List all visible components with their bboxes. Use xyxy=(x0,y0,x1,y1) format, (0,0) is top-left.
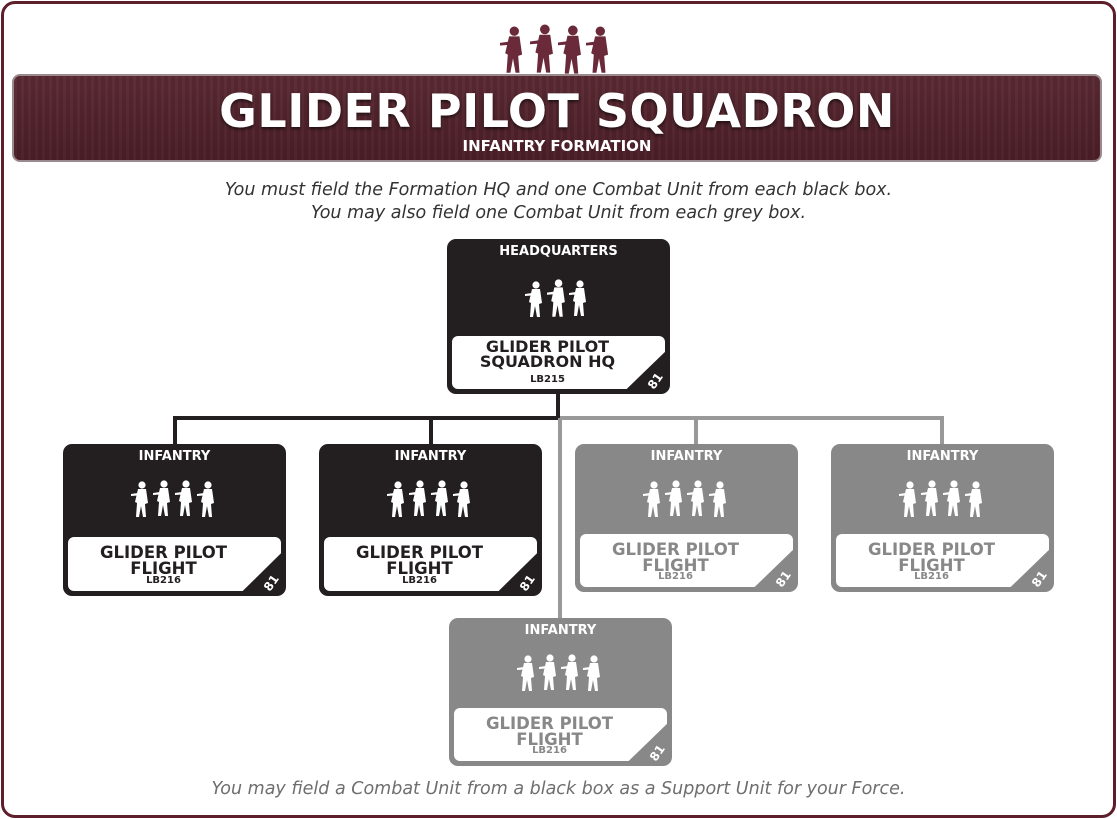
unit-box-infantry-4[interactable]: INFANTRY GLIDER PILOT FLIGHT LB216 81 xyxy=(831,444,1054,592)
unit-name: GLIDER PILOT SQUADRON HQ xyxy=(452,337,643,371)
unit-card: GLIDER PILOT SQUADRON HQ LB215 xyxy=(452,336,665,389)
four-soldiers-icon xyxy=(643,480,726,517)
unit-code: LB216 xyxy=(402,575,437,586)
page-subtitle: INFANTRY FORMATION xyxy=(462,137,652,155)
unit-code: LB216 xyxy=(914,571,949,582)
unit-role-label: INFANTRY xyxy=(138,449,211,464)
unit-card: GLIDER PILOT FLIGHT LB216 xyxy=(68,537,281,591)
unit-code: LB215 xyxy=(530,374,565,385)
unit-box-infantry-1[interactable]: INFANTRY GLIDER PILOT FLIGHT LB216 81 xyxy=(63,444,286,596)
unit-role-label: INFANTRY xyxy=(650,449,723,464)
page-number-badge: 81 xyxy=(1029,568,1051,590)
unit-role-label: HEADQUARTERS xyxy=(499,244,618,259)
unit-box-headquarters[interactable]: HEADQUARTERS GLIDER PILOT SQUADRON HQ LB… xyxy=(447,239,670,394)
four-soldiers-icon xyxy=(899,480,982,517)
unit-name: GLIDER PILOT FLIGHT xyxy=(611,540,740,575)
four-soldiers-icon xyxy=(387,480,470,517)
unit-name: GLIDER PILOT FLIGHT xyxy=(99,543,228,578)
page-number-badge: 81 xyxy=(261,572,283,594)
unit-card: GLIDER PILOT FLIGHT LB216 xyxy=(836,534,1049,587)
unit-code: LB216 xyxy=(532,745,567,756)
unit-code: LB216 xyxy=(146,575,181,586)
page-number-badge: 81 xyxy=(517,572,539,594)
support-unit-note: You may field a Combat Unit from a black… xyxy=(211,779,906,799)
page-number-badge: 81 xyxy=(773,568,795,590)
unit-card: GLIDER PILOT FLIGHT LB216 xyxy=(454,708,667,761)
unit-card: GLIDER PILOT FLIGHT LB216 xyxy=(324,537,537,591)
title-banner: GLIDER PILOT SQUADRON INFANTRY FORMATION xyxy=(12,74,1102,162)
three-soldiers-icon xyxy=(525,279,586,317)
four-soldiers-icon xyxy=(517,654,600,691)
unit-name: GLIDER PILOT FLIGHT xyxy=(867,540,996,575)
unit-box-infantry-5[interactable]: INFANTRY GLIDER PILOT FLIGHT LB216 81 xyxy=(449,618,672,766)
instruction-line-1: You must field the Formation HQ and one … xyxy=(224,180,893,200)
page-number-badge: 81 xyxy=(647,742,669,764)
unit-card: GLIDER PILOT FLIGHT LB216 xyxy=(580,534,793,587)
unit-box-infantry-2[interactable]: INFANTRY GLIDER PILOT FLIGHT LB216 81 xyxy=(319,444,542,596)
page-number-badge: 81 xyxy=(645,370,667,392)
unit-name-line-2: SQUADRON HQ xyxy=(479,352,616,371)
four-soldiers-icon xyxy=(131,480,214,517)
unit-name: GLIDER PILOT FLIGHT xyxy=(355,543,484,578)
instruction-line-2: You may also field one Combat Unit from … xyxy=(310,203,807,223)
unit-role-label: INFANTRY xyxy=(394,449,467,464)
unit-code: LB216 xyxy=(658,571,693,582)
unit-name-line-1: GLIDER PILOT xyxy=(485,337,610,356)
unit-box-infantry-3[interactable]: INFANTRY GLIDER PILOT FLIGHT LB216 81 xyxy=(575,444,798,592)
page-title: GLIDER PILOT SQUADRON xyxy=(219,84,895,138)
unit-role-label: INFANTRY xyxy=(524,623,597,638)
unit-name: GLIDER PILOT FLIGHT xyxy=(485,714,614,749)
unit-role-label: INFANTRY xyxy=(906,449,979,464)
